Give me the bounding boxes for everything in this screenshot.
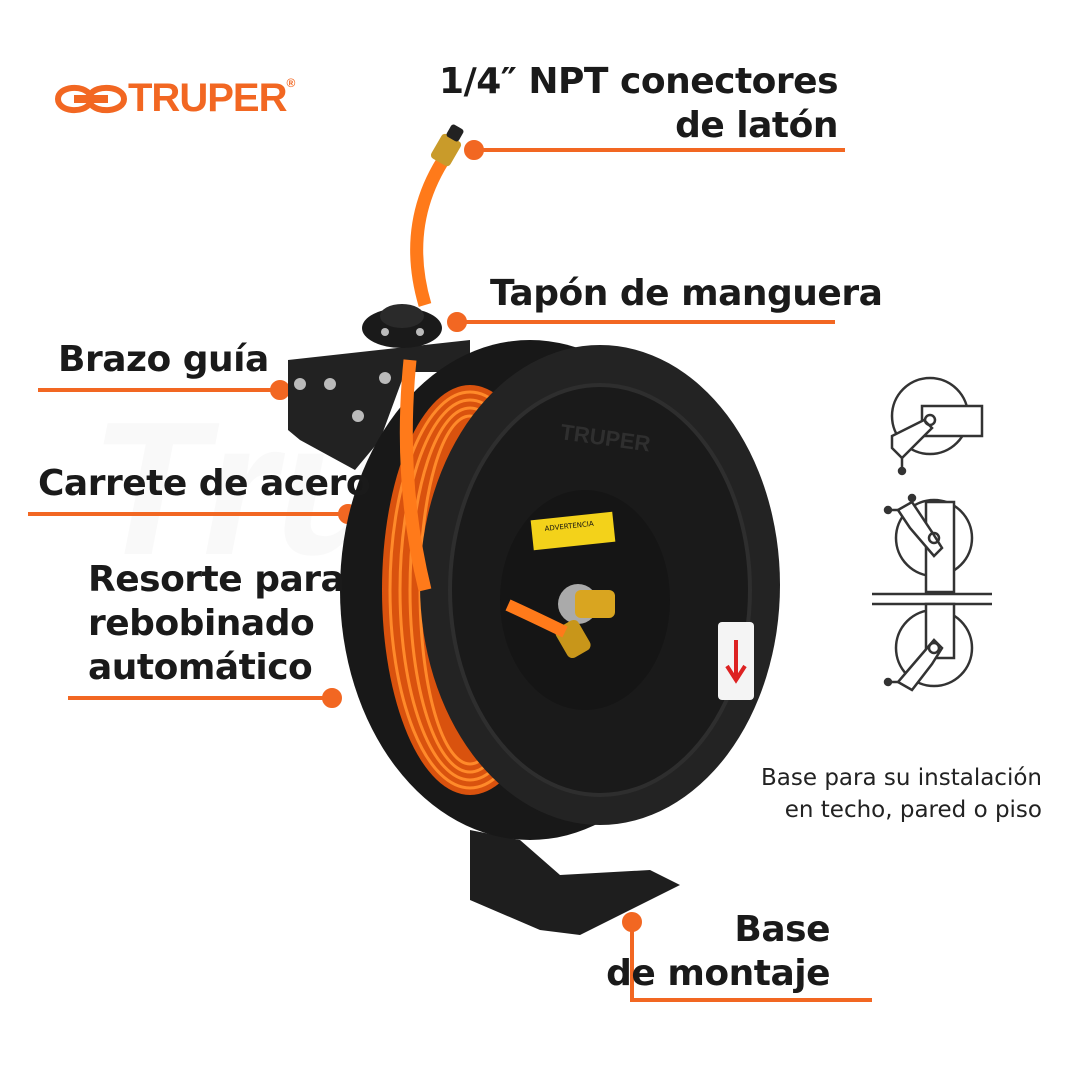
spring-dot — [322, 688, 342, 708]
warning-decal — [530, 511, 616, 551]
hose-stop-label: Tapón de manguera — [490, 273, 883, 314]
truper-logo-icon — [54, 85, 128, 113]
brass-connector — [430, 133, 462, 167]
install-caption: Base para su instalación en techo, pared… — [761, 765, 1042, 823]
base-dot — [622, 912, 642, 932]
arrow-decal-icon — [725, 640, 747, 684]
base-label: Base de montaje — [606, 909, 830, 994]
mount-wall-icon — [883, 493, 974, 594]
connectors-label: 1/4″ NPT conectores de latón — [439, 61, 838, 146]
mount-orientation-icons — [872, 376, 992, 692]
base-leader-line — [630, 922, 872, 1002]
brand-logo-text: TRUPER® — [128, 76, 295, 120]
connectors-dot — [464, 140, 484, 160]
steel-reel-label: Carrete de acero — [38, 463, 371, 504]
hose-stop-dot — [447, 312, 467, 332]
spring-label: Resorte para rebobinado automático — [88, 559, 345, 688]
mount-ceiling-icon — [890, 376, 984, 476]
mount-floor-icon — [872, 592, 992, 692]
guide-arm-label: Brazo guía — [58, 339, 269, 380]
